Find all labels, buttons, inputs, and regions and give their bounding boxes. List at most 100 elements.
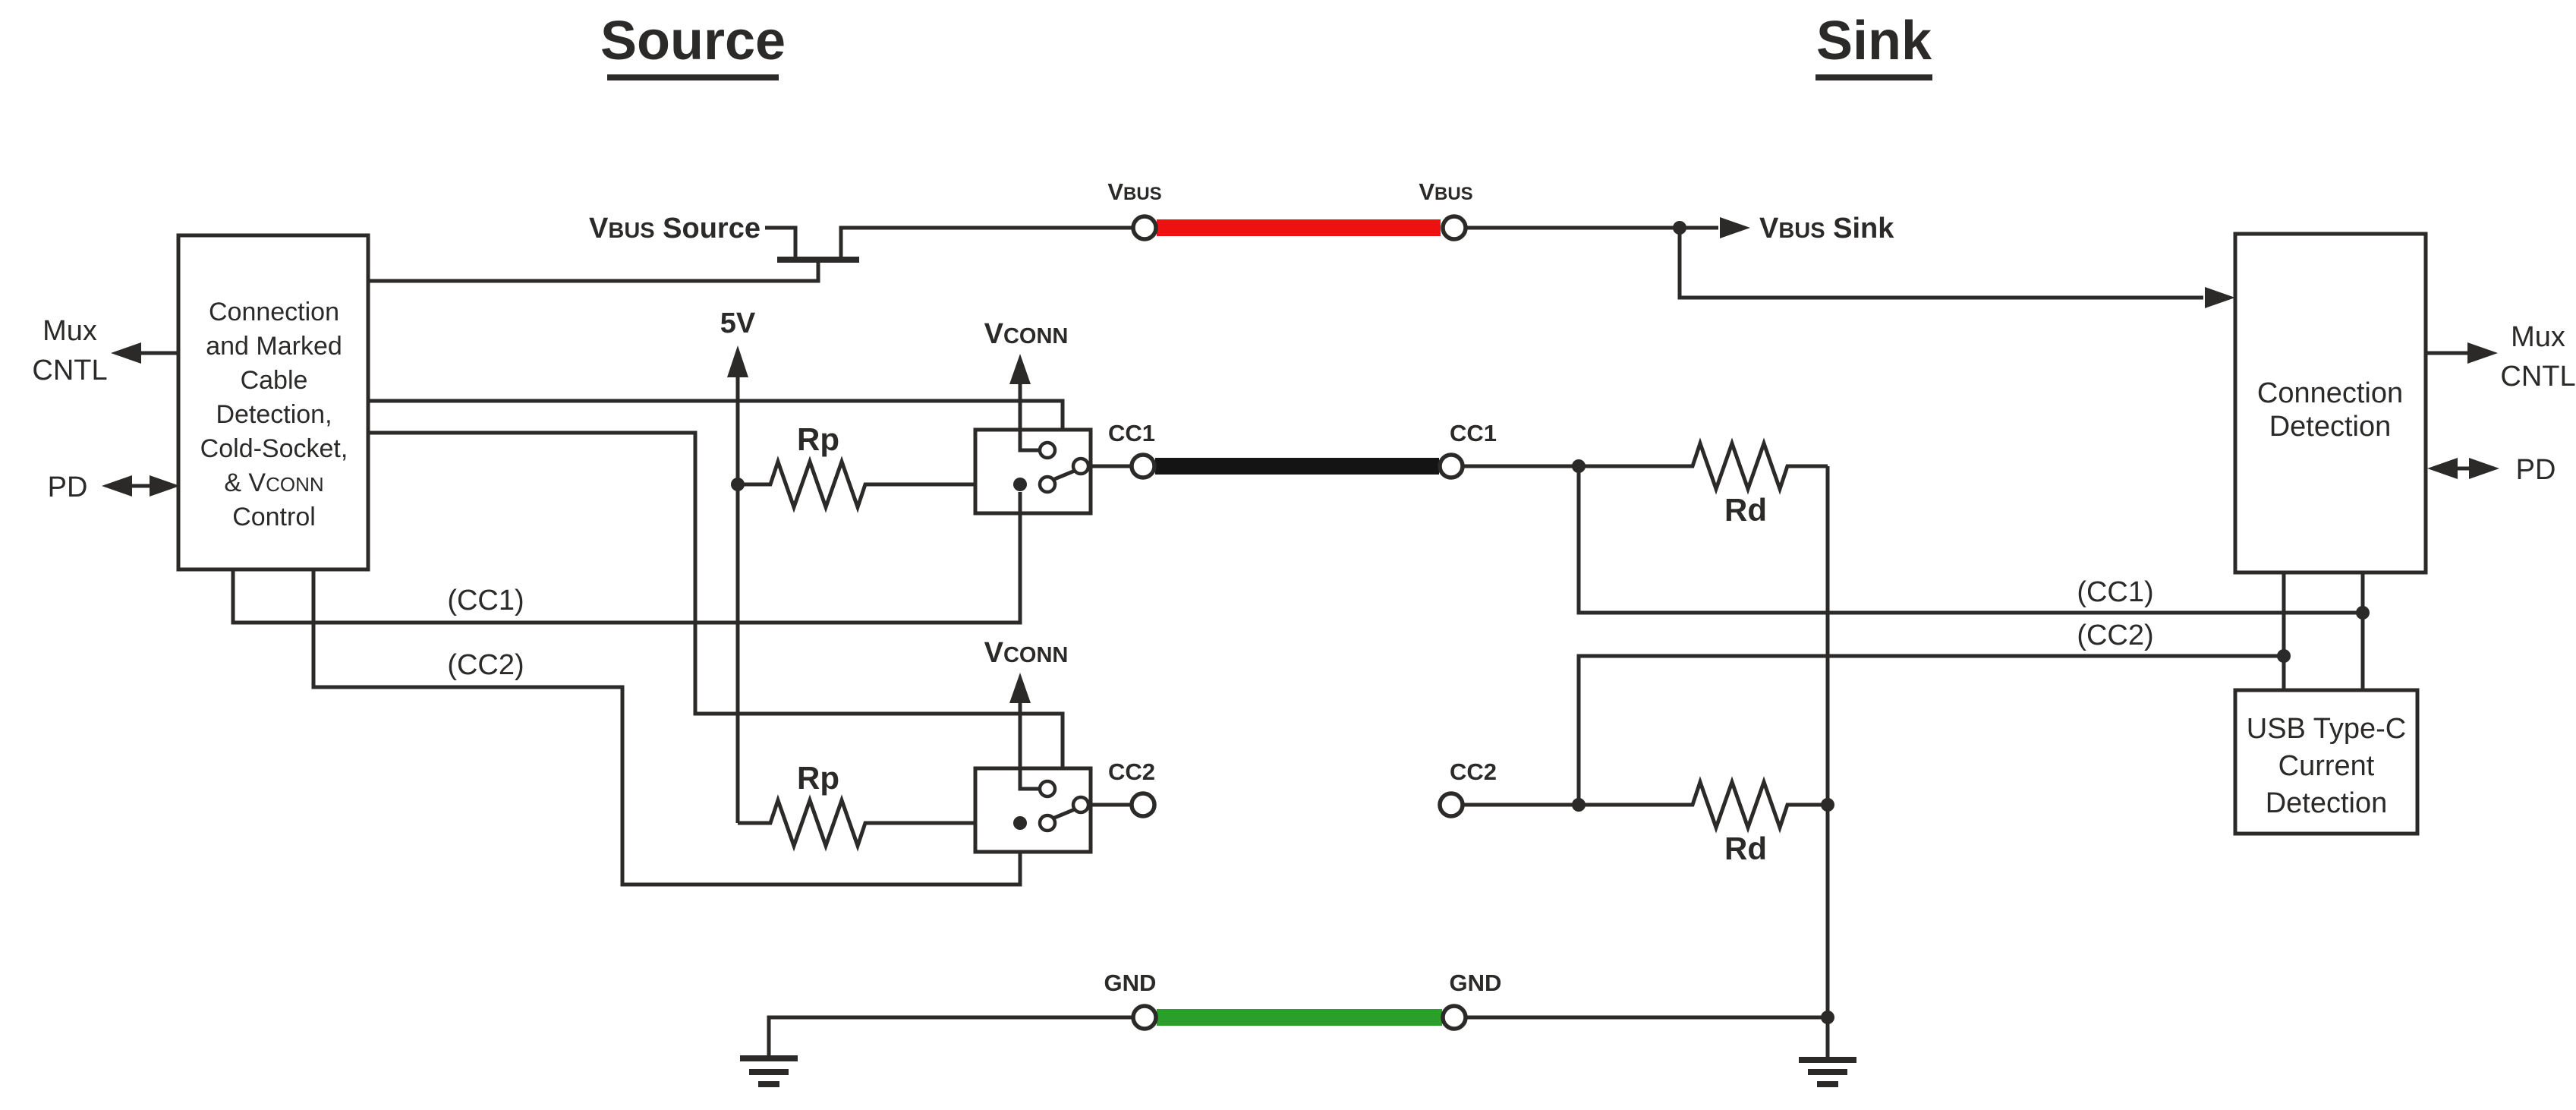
vbus-pin-label-left: VBUS xyxy=(1107,178,1161,205)
sink-mux-cntl-arrow-icon xyxy=(2467,342,2498,364)
sink-connection-detection-box xyxy=(2233,232,2428,575)
switch1-sense-junction-dot xyxy=(1013,478,1027,491)
vbus-right-bus: BUS xyxy=(1434,184,1473,204)
source-gnd-wire xyxy=(767,1015,1133,1058)
cc2-pin-label-left: CC2 xyxy=(1108,758,1155,785)
sink-title: Sink xyxy=(1816,11,1932,71)
vconn1-v: V xyxy=(984,318,1004,350)
gnd-pin-label-right: GND xyxy=(1450,970,1502,996)
vbus-source-rest: Source xyxy=(655,213,761,244)
vbus-pin-label-right: VBUS xyxy=(1419,178,1472,205)
sink-gnd-wire xyxy=(1466,1015,1830,1060)
vconn1-arrow-icon xyxy=(1009,354,1031,384)
vconn2-conn: CONN xyxy=(1003,643,1068,667)
cc2-pin-label-right: CC2 xyxy=(1450,758,1497,785)
switch1-pole-contact xyxy=(1071,456,1091,476)
switch1-control-wire xyxy=(368,399,1065,430)
switch1-vconn-riser xyxy=(1018,384,1040,453)
rd2-label: Rd xyxy=(1724,831,1767,866)
source-cc1-sense-label: (CC1) xyxy=(447,585,524,616)
switch1-lever xyxy=(1052,468,1075,482)
vconn1-conn: CONN xyxy=(1003,324,1068,348)
vbus-right-v: V xyxy=(1419,178,1434,205)
source-controller-line7: Control xyxy=(232,503,316,531)
vconn-line-small: CONN xyxy=(266,473,324,496)
5v-arrow-icon xyxy=(727,345,748,377)
usb-box-line1: USB Type-C xyxy=(2247,713,2406,745)
rd2-resistor xyxy=(1464,776,1828,834)
vbus-sink-arrow-icon xyxy=(1720,217,1750,238)
vbus-source-label: VBUS Source xyxy=(589,213,761,244)
gnd-pin-right xyxy=(1441,1004,1468,1031)
source-pd-arrow-left-icon xyxy=(102,475,132,497)
source-mux-label: Mux xyxy=(43,315,97,347)
source-mux-cntl-arrow-icon xyxy=(111,342,141,364)
switch1-throw-vconn-contact xyxy=(1038,440,1057,460)
rd1-label: Rd xyxy=(1724,492,1767,528)
switch2-lever xyxy=(1052,807,1075,821)
vbus-pin-left xyxy=(1131,214,1158,241)
fet-gate-wire xyxy=(368,263,820,283)
rd1-resistor xyxy=(1464,437,1828,495)
switch2-pole-contact xyxy=(1071,795,1091,815)
usb-current-detection-box xyxy=(2233,688,2420,836)
cc1-pin-label-right: CC1 xyxy=(1450,420,1497,446)
rd2-gnd-junction-dot xyxy=(1821,798,1834,812)
vbus-left-bus: BUS xyxy=(1123,184,1162,204)
rp2-resistor xyxy=(738,794,1040,852)
source-cc2-sense-label: (CC2) xyxy=(447,649,524,681)
sink-cntl-label: CNTL xyxy=(2500,361,2575,393)
source-controller-line3: Cable xyxy=(241,366,308,395)
source-controller-line5: Cold-Socket, xyxy=(200,434,348,463)
gnd-pin-label-left: GND xyxy=(1104,970,1157,996)
sink-cc1-sense-label: (CC1) xyxy=(2077,576,2153,608)
sink-detection-line1: Connection xyxy=(2257,377,2403,409)
sink-box-input-arrow-icon xyxy=(2205,287,2235,308)
fet-drain-wire xyxy=(839,225,1132,257)
sink-mux-label: Mux xyxy=(2511,321,2565,353)
rp1-label: Rp xyxy=(797,421,839,457)
source-cntl-label: CNTL xyxy=(32,355,107,386)
vconn2-label: VCONN xyxy=(984,637,1069,669)
cc2-pin-left xyxy=(1129,791,1157,818)
switch2-control-wire xyxy=(368,430,1065,768)
switch1-throw-rp-contact xyxy=(1038,475,1057,494)
sink-pd-label: PD xyxy=(2516,454,2556,486)
cc1-pin-label-left: CC1 xyxy=(1108,420,1155,446)
source-controller-box xyxy=(176,233,370,572)
source-cc2-sense-wire xyxy=(311,569,1022,887)
vbus-cable xyxy=(1157,219,1441,236)
vbus-left-v: V xyxy=(1107,178,1123,205)
vbus-source-v: V xyxy=(589,213,609,244)
source-controller-line1: Connection xyxy=(209,298,339,326)
sink-cc1-sense-wire xyxy=(1576,466,2363,615)
5v-label: 5V xyxy=(720,307,756,339)
gnd-pin-left xyxy=(1131,1004,1158,1031)
source-controller-line6: & VCONN xyxy=(224,468,323,497)
switch2-throw-vconn-contact xyxy=(1038,779,1057,799)
sink-detection-line2: Detection xyxy=(2269,411,2392,443)
source-pd-label: PD xyxy=(48,471,88,503)
vbus-sink-bus: BUS xyxy=(1778,219,1825,243)
vbus-source-bus: BUS xyxy=(608,219,654,243)
vconn1-label: VCONN xyxy=(984,318,1069,350)
gnd-cable xyxy=(1157,1009,1442,1026)
sink-vbus-branch-wire xyxy=(1677,228,2203,300)
cc1-cable xyxy=(1155,458,1439,475)
cc2-pin-right xyxy=(1438,791,1465,818)
vconn2-v: V xyxy=(984,637,1004,669)
source-title: Source xyxy=(600,11,786,71)
vbus-pin-right xyxy=(1441,214,1468,241)
switch2-sense-junction-dot xyxy=(1013,816,1027,830)
sink-cc2-tap-dot xyxy=(2277,649,2291,663)
switch2-throw-rp-contact xyxy=(1038,813,1057,833)
vbus-sink-rest: Sink xyxy=(1825,213,1895,244)
cc1-pin-right xyxy=(1438,453,1465,480)
vconn-line-pre: & V xyxy=(224,468,266,497)
fet-source-wire xyxy=(765,225,798,257)
sink-cc2-sense-wire xyxy=(1576,654,2284,805)
cc1-pin-left xyxy=(1129,453,1157,480)
vbus-sink-v: V xyxy=(1759,213,1779,244)
switch2-vconn-riser xyxy=(1018,703,1040,791)
